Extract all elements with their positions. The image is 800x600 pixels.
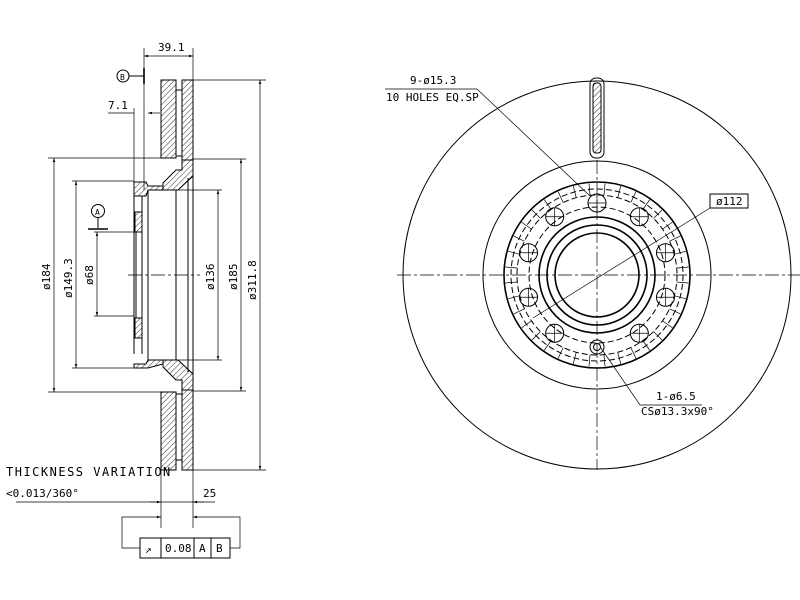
holes-note: 10 HOLES EQ.SP	[386, 91, 479, 104]
holes-callout: 9-ø15.3	[410, 74, 456, 87]
datum-b-label: B	[120, 73, 125, 82]
hat-lip-top	[134, 211, 143, 233]
hat-slot-tick	[662, 320, 673, 329]
front-view: 9-ø15.3 10 HOLES EQ.SP ø112 1-ø6.5 CSø13…	[385, 74, 800, 470]
runout-symbol: ↗	[145, 543, 152, 556]
hat-slot-tick	[676, 281, 689, 284]
dim-dia-136: ø136	[204, 264, 217, 291]
hat-slot-tick	[521, 221, 532, 230]
hat-slot-tick	[513, 308, 525, 315]
hat-slot-tick	[617, 186, 622, 198]
dim-dia-311: ø311.8	[246, 260, 259, 300]
small-hole-callout: 1-ø6.5	[656, 390, 696, 403]
hat-slot-tick	[505, 266, 518, 269]
hat-slot-tick	[669, 235, 681, 242]
thickness-variation-title: THICKNESS VARIATION	[6, 465, 172, 479]
right-plate-top	[181, 79, 194, 161]
small-hole-note: CSø13.3x90°	[641, 405, 714, 418]
dim-overall-width: 39.1	[158, 41, 185, 54]
hat-slot-tick	[508, 295, 520, 300]
left-plate-bottom	[160, 391, 177, 471]
countersunk-hole	[589, 339, 605, 355]
hat-lip-bottom	[134, 317, 143, 339]
left-plate-top	[160, 79, 177, 159]
vent-slot	[589, 77, 605, 159]
hat-slot-tick	[674, 295, 686, 300]
hat-slot-tick	[557, 191, 564, 203]
right-plate-bottom	[181, 389, 194, 471]
hat-flange-bottom	[133, 359, 164, 369]
hat-slot-tick	[572, 352, 577, 364]
hat-slot-tick	[603, 354, 606, 367]
hat-slot-tick	[543, 340, 552, 351]
hat-slot-tick	[653, 209, 663, 219]
dim-dia-184: ø184	[40, 263, 53, 290]
hat-slot-tick	[531, 331, 541, 341]
thickness-variation-value: <0.013/360°	[6, 487, 79, 500]
fcf-tolerance: 0.08	[165, 542, 192, 555]
hat-slot-tick	[588, 354, 591, 367]
fcf-datum-b: B	[216, 542, 223, 555]
hat-slot-tick	[521, 320, 532, 329]
hat-slot-tick	[572, 186, 577, 198]
hat-slot-tick	[669, 308, 681, 315]
hat-slot-tick	[662, 221, 673, 230]
hat-slot-tick	[653, 331, 663, 341]
feature-control-frame: ↗ 0.08 A B	[139, 537, 231, 559]
hat-slot-tick	[642, 199, 651, 210]
hat-slot-tick	[674, 250, 686, 255]
hat-slot-tick	[630, 347, 637, 359]
pcd-callout-box	[709, 193, 749, 209]
dim-thickness: 25	[203, 487, 216, 500]
hat-slot-tick	[508, 250, 520, 255]
small-hole	[593, 343, 601, 351]
hat-slot-tick	[513, 235, 525, 242]
hat-slot-tick	[603, 183, 606, 196]
hat-slot-tick	[676, 266, 689, 269]
dim-hat-offset: 7.1	[108, 99, 128, 112]
dim-dia-68: ø68	[83, 265, 96, 285]
hat-flange-top	[133, 181, 164, 197]
hat-slot-tick	[531, 209, 541, 219]
hat-slot-tick	[617, 352, 622, 364]
datum-a-label: A	[95, 208, 100, 217]
fcf-datum-a: A	[199, 542, 206, 555]
hat-slot-tick	[557, 347, 564, 359]
hat-slot-tick	[588, 183, 591, 196]
pcd-callout: ø112	[716, 195, 743, 208]
hat-slot-tick	[642, 340, 651, 351]
datum-a-symbol	[91, 204, 105, 218]
hat-slot-tick	[505, 281, 518, 284]
dim-dia-149: ø149.3	[62, 258, 75, 298]
hat-slot-tick	[630, 191, 637, 203]
side-section-view: 39.1 7.1 B A ø184 ø149.3 ø68 ø136 ø185 ø…	[6, 41, 266, 559]
dim-dia-185: ø185	[227, 264, 240, 291]
hat-slot-tick	[543, 199, 552, 210]
